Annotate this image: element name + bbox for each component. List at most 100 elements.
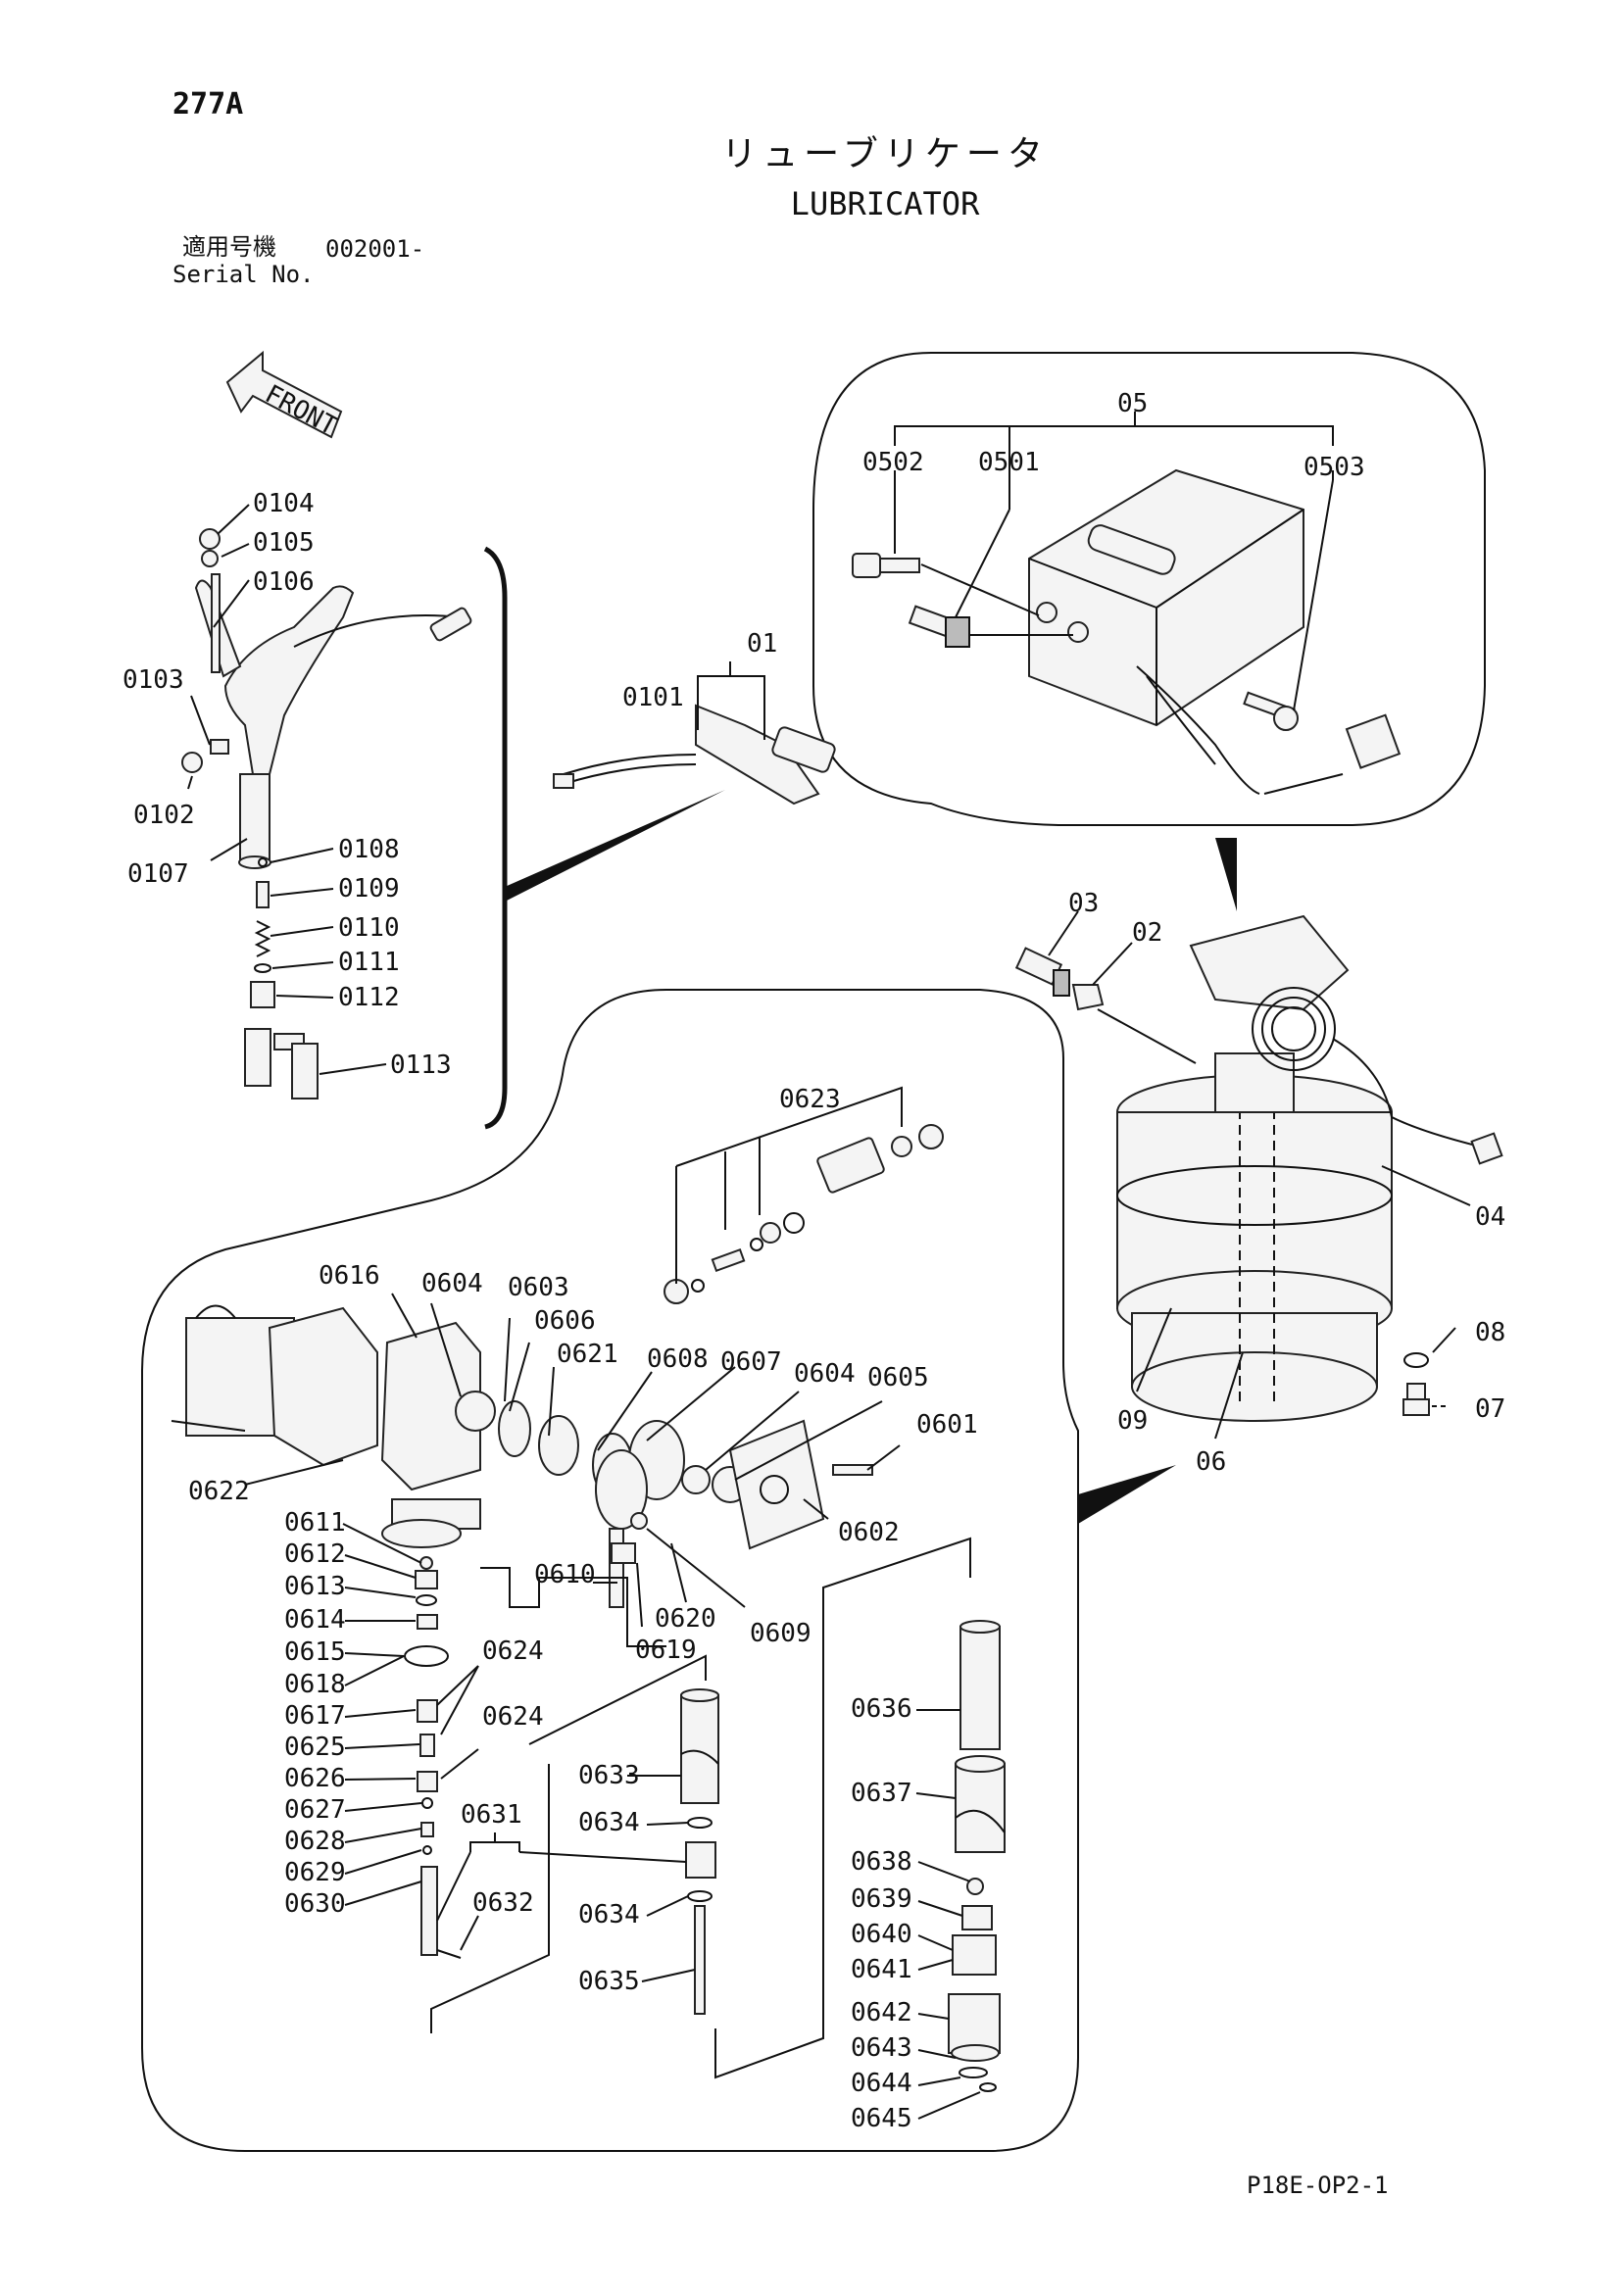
part-label: 0624: [482, 1702, 544, 1732]
part-label: 0623: [779, 1085, 841, 1114]
part-label: 0107: [127, 859, 189, 889]
part-label: 0629: [284, 1858, 346, 1887]
part-label: 0603: [508, 1273, 569, 1302]
bolt-0502: [852, 553, 920, 578]
title-japanese: リューブリケータ: [721, 134, 1049, 174]
handle-detail-bracket: [483, 546, 508, 1130]
part-label: 0101: [622, 683, 684, 712]
title-english: LUBRICATOR: [790, 185, 980, 222]
leader-lines: [187, 412, 1471, 2120]
part-label: 01: [747, 629, 777, 659]
part-label: 0637: [851, 1779, 912, 1808]
part-label: 04: [1475, 1202, 1505, 1232]
part-label: 0106: [253, 567, 315, 597]
part-label: 0639: [851, 1884, 912, 1914]
serial-label-english: Serial No.: [172, 261, 315, 288]
part-label: 0607: [720, 1347, 782, 1377]
part-label: 07: [1475, 1394, 1505, 1424]
part-label: 0112: [338, 983, 400, 1012]
valve-stack-left: [404, 1556, 462, 1959]
part-label: 0109: [338, 874, 400, 904]
part-label: 0610: [534, 1560, 596, 1589]
part-label: 0113: [390, 1050, 452, 1080]
part-label: 0642: [851, 1998, 912, 2027]
part-label: 08: [1475, 1318, 1505, 1347]
part-label: 0617: [284, 1701, 346, 1731]
part-label: 0645: [851, 2104, 912, 2133]
part-label: 0631: [461, 1800, 522, 1830]
part-label: 03: [1068, 889, 1099, 918]
cylinder-0633: [680, 1688, 719, 2015]
part-label: 0601: [916, 1410, 978, 1440]
part-label: 0620: [655, 1604, 716, 1634]
part-label: 0634: [578, 1808, 640, 1837]
pump-motor-block: [171, 1304, 481, 1548]
part-label: 09: [1117, 1406, 1148, 1436]
screw-0503: [1243, 691, 1299, 731]
part-label: 0104: [253, 489, 315, 518]
part-label: 0108: [338, 835, 400, 864]
part-label: 0635: [578, 1967, 640, 1996]
seal-rings: [455, 1391, 873, 1550]
part-label: 0638: [851, 1847, 912, 1877]
part-label: 0605: [867, 1363, 929, 1392]
lever-0610: [595, 1449, 648, 1608]
part-label: 0611: [284, 1508, 346, 1538]
part-label: 0625: [284, 1733, 346, 1762]
part-label: 02: [1132, 918, 1162, 948]
front-arrow-icon: FRONT: [225, 350, 343, 442]
part-label: 0614: [284, 1605, 346, 1635]
part-label: 0626: [284, 1764, 346, 1793]
cylinder-0636: [948, 1620, 1006, 2092]
part-label: 0612: [284, 1539, 346, 1569]
part-label: 0618: [284, 1670, 346, 1699]
part-label: 0105: [253, 528, 315, 558]
part-label: 0640: [851, 1920, 912, 1949]
part-label: 0621: [557, 1340, 618, 1369]
handle-pointer: [505, 790, 725, 902]
serial-label-japanese: 適用号機: [182, 233, 276, 261]
part-label: 0613: [284, 1572, 346, 1601]
front-arrow-label: FRONT: [260, 379, 341, 441]
bolts-07-08: [1402, 1352, 1430, 1416]
part-label: 0503: [1303, 453, 1365, 482]
part-label: 0616: [319, 1261, 380, 1291]
part-label: 0111: [338, 948, 400, 977]
pump-detail-bubble: [141, 989, 1079, 2152]
solenoid-valve: [1028, 468, 1402, 795]
page-code: 277A: [172, 87, 244, 122]
part-label: 0103: [123, 665, 184, 695]
part-labels: 05 0502 0501 0503 01 0101 0104 0105 0106…: [123, 389, 1505, 2133]
part-label: 0644: [851, 2069, 912, 2098]
part-label: 0636: [851, 1694, 912, 1724]
hose-assembly-0101: [553, 704, 836, 806]
part-label: 0606: [534, 1306, 596, 1336]
fitting-0501: [908, 605, 970, 648]
part-label: 0502: [862, 448, 924, 477]
part-label: 0609: [750, 1619, 812, 1648]
part-label: 05: [1117, 389, 1148, 418]
pump-pointer: [1078, 1465, 1176, 1524]
part-label: 0615: [284, 1637, 346, 1667]
part-label: 0604: [794, 1359, 856, 1389]
part-label: 0604: [421, 1269, 483, 1298]
check-valve-0623: [664, 1124, 944, 1304]
part-label: 0643: [851, 2033, 912, 2063]
part-label: 0110: [338, 913, 400, 943]
part-label: 0608: [647, 1344, 709, 1374]
part-label: 0624: [482, 1637, 544, 1666]
bubble-pointer: [1215, 838, 1237, 911]
part-label: 06: [1196, 1447, 1226, 1477]
main-tank: [1116, 914, 1503, 1422]
part-label: 0102: [133, 801, 195, 830]
part-label: 0641: [851, 1955, 912, 1984]
part-label: 0501: [978, 448, 1040, 477]
footer-code: P18E-OP2-1: [1247, 2172, 1389, 2199]
part-label: 0602: [838, 1518, 900, 1547]
part-label: 0632: [472, 1888, 534, 1918]
part-label: 0619: [635, 1636, 697, 1665]
part-label: 0633: [578, 1761, 640, 1790]
part-label: 0622: [188, 1477, 250, 1506]
grease-gun-handle: [181, 528, 472, 869]
